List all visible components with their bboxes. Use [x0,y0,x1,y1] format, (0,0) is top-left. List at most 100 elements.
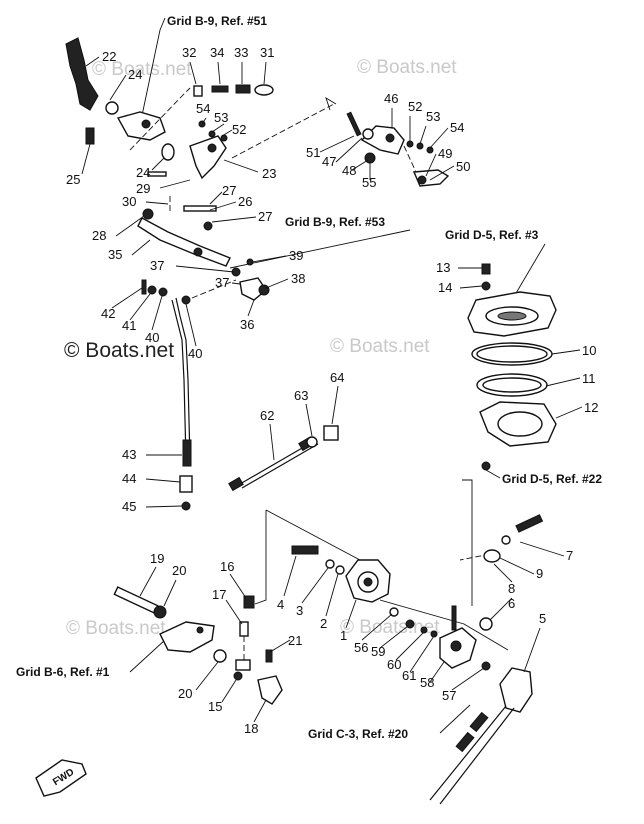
leader-line [129,639,166,673]
callout-number: 12 [584,400,598,415]
callout-number: 41 [122,318,136,333]
washer-part [193,247,203,257]
washer-part [105,101,119,115]
callout-number: 64 [330,370,344,385]
callout-number: 27 [258,209,272,224]
washer-part [481,281,491,291]
cable-housing-part [499,667,533,713]
callout-number: 4 [277,597,284,612]
callout-number: 60 [387,657,401,672]
leader-line [511,243,546,301]
callout-number: 32 [182,45,196,60]
callout-number: 44 [122,471,136,486]
callout-number: 8 [508,581,515,596]
washer-part [335,565,345,575]
callout-number: 16 [220,559,234,574]
washer-part [203,221,213,231]
pin-part [385,133,395,143]
bracket-housing-part [363,577,373,587]
callout-number: 7 [566,548,573,563]
watermark: © Boats.net [92,59,192,80]
callout-number: 5 [539,611,546,626]
watermark: © Boats.net [357,57,457,78]
nut-part [181,501,191,511]
washer-part [158,287,168,297]
callout-number: 63 [294,388,308,403]
assembly-line [379,599,509,651]
bracket-part [159,621,215,653]
washer-part [213,649,227,663]
callout-number: 51 [306,145,320,160]
linkage-part [239,277,267,301]
assembly-line [254,510,267,605]
callout-number: 55 [362,175,376,190]
callout-number: 52 [408,99,422,114]
shift-lever-part [65,37,99,111]
callout-number: 53 [214,110,228,125]
shift-rod-part [137,217,231,267]
assembly-line [462,479,473,606]
callout-number: 22 [102,49,116,64]
callout-number: 37 [215,275,229,290]
callout-number: 37 [150,258,164,273]
nut-part [153,605,167,619]
washer-part [325,559,335,569]
spring-part [235,84,251,94]
gasket-part [497,411,543,437]
fwd-arrow-icon: FWD [35,759,87,797]
washer-part [147,285,157,295]
bolt-part [346,111,362,137]
bolt-part [113,586,159,614]
callout-number: 35 [108,247,122,262]
collar-part [483,549,501,563]
callout-number: 21 [288,633,302,648]
callout-number: 26 [238,194,252,209]
pin-part [426,146,434,154]
callout-number: 39 [289,248,303,263]
callout-leaders [81,56,583,723]
callout-number: 50 [456,159,470,174]
grid-ref-label: Grid B-9, Ref. #51 [167,14,267,28]
callout-number: 47 [322,154,336,169]
cover-part [497,311,527,321]
grid-ref-label: Grid B-6, Ref. #1 [16,665,110,679]
callout-number: 45 [122,499,136,514]
grid-ref-label: Grid D-5, Ref. #3 [445,228,539,242]
callout-number: 53 [426,109,440,124]
cap-part [254,84,274,96]
callout-number: 18 [244,721,258,736]
nut-part [258,284,270,296]
washer-part [430,630,438,638]
watermark: © Boats.net [64,339,174,362]
callout-number: 14 [438,280,452,295]
grid-ref-label: Grid D-5, Ref. #22 [502,472,602,486]
watermark: © Boats.net [340,617,440,638]
callout-number: 3 [296,603,303,618]
callout-number: 2 [320,616,327,631]
pin-part [196,626,204,634]
callout-number: 28 [92,228,106,243]
washer-part [142,208,154,220]
callout-number: 59 [371,644,385,659]
callout-number: 34 [210,45,224,60]
callout-number: 11 [582,371,596,386]
callout-number: 43 [122,447,136,462]
shift-rod-part [171,299,187,461]
callout-number: 38 [291,271,305,286]
nut-part [306,436,318,448]
callout-number: 23 [262,166,276,181]
joint-part [179,475,193,493]
clip-part [193,85,203,97]
pin-part [141,119,151,129]
pin-part [265,649,273,663]
callout-number: 24 [136,165,150,180]
callout-number: 40 [145,330,159,345]
callout-number: 62 [260,408,274,423]
pin-part [208,130,216,138]
callout-number: 19 [150,551,164,566]
pin-part [141,279,147,295]
nut-part [364,152,376,164]
callout-number: 46 [384,91,398,106]
assembly-line [265,509,361,561]
